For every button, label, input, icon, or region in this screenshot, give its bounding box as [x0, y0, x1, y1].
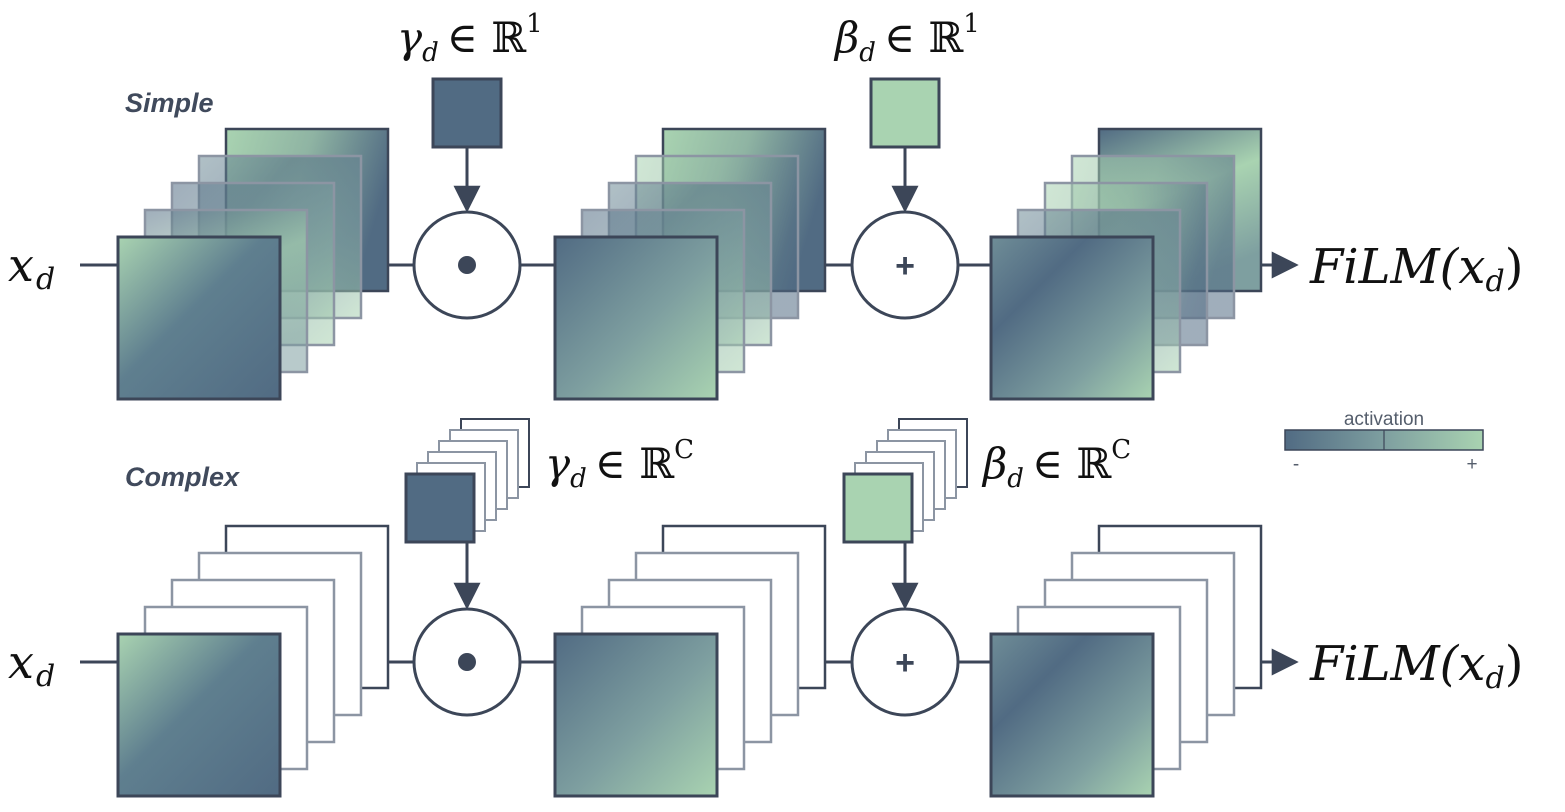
section-title: Complex	[125, 462, 240, 492]
multiply-operator	[412, 607, 522, 717]
feature-map-front	[989, 235, 1155, 401]
plus-icon: +	[895, 644, 915, 682]
dot-product-icon	[458, 256, 476, 274]
multiply-operator	[412, 210, 522, 320]
feature-map-stack	[553, 127, 827, 401]
output-label: FiLM(xd)	[1309, 239, 1523, 299]
activation-legend: activation - +	[1284, 409, 1484, 475]
feature-map-front	[989, 632, 1155, 798]
beta-label: βd∈ ℝ1	[833, 9, 980, 68]
add-operator: +	[850, 607, 960, 717]
gamma-parameter: γd∈ ℝC	[404, 418, 694, 610]
gamma-label: γd∈ ℝ1	[397, 9, 543, 68]
feature-map-stack	[116, 127, 390, 401]
add-operator: +	[850, 210, 960, 320]
beta-parameter: βd∈ ℝC	[842, 418, 1131, 610]
legend-min-label: -	[1293, 454, 1299, 475]
gamma-label: γd∈ ℝC	[545, 435, 694, 494]
dot-product-icon	[458, 653, 476, 671]
beta-label: βd∈ ℝC	[981, 435, 1131, 494]
feature-map-stack	[116, 524, 390, 798]
output-label: FiLM(xd)	[1309, 636, 1523, 696]
feature-map-stack	[989, 524, 1263, 798]
plus-icon: +	[895, 247, 915, 285]
feature-map-front	[116, 632, 282, 798]
row-complex: Complex xd + γd∈ ℝC βd∈ ℝC FiLM(xd)	[8, 418, 1523, 798]
input-label: xd	[8, 635, 55, 694]
feature-map-stack	[989, 127, 1263, 401]
input-label: xd	[8, 238, 55, 297]
gamma-vector-block	[431, 77, 503, 149]
legend-max-label: +	[1466, 454, 1477, 475]
gamma-vector-block	[404, 472, 476, 544]
legend-title: activation	[1344, 409, 1424, 430]
feature-map-stack	[553, 524, 827, 798]
beta-vector-block	[869, 77, 941, 149]
feature-map-front	[116, 235, 282, 401]
section-title: Simple	[125, 88, 214, 118]
row-simple: Simple xd + γd∈ ℝ1 βd∈ ℝ1 FiLM(xd)	[8, 9, 1523, 401]
feature-map-front	[553, 632, 719, 798]
gamma-parameter: γd∈ ℝ1	[397, 9, 543, 213]
feature-map-front	[553, 235, 719, 401]
beta-vector-block	[842, 472, 914, 544]
beta-parameter: βd∈ ℝ1	[833, 9, 980, 213]
